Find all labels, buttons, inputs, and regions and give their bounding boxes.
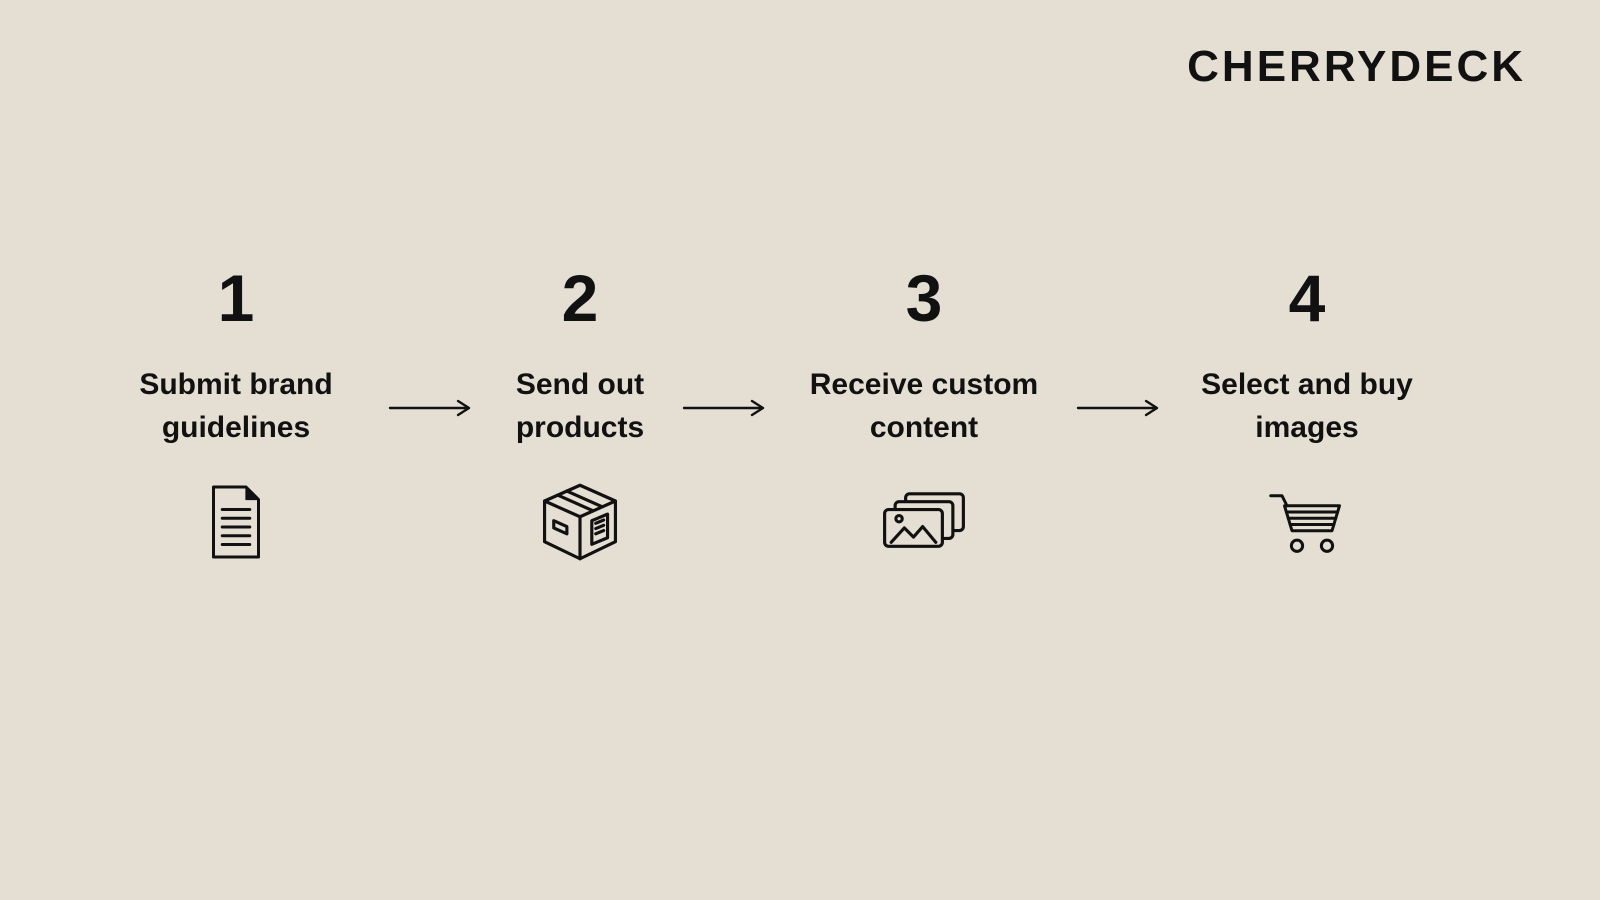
step-3-label-line1: Receive custom <box>809 368 1039 401</box>
cherrydeck-logo: CHERRYDECK <box>1187 42 1526 91</box>
step-2-label-line1: Send out <box>515 368 645 401</box>
step-4-number: 4 <box>1288 261 1326 335</box>
step-3: 3 Receive custom content <box>754 265 1094 567</box>
step-4-label-line2: images <box>1255 411 1359 444</box>
step-1-label: Submit brand guidelines <box>66 363 406 449</box>
arrow-right-icon <box>388 398 472 418</box>
step-2-label: Send out products <box>410 363 750 449</box>
step-1-number: 1 <box>217 261 255 335</box>
cart-icon <box>1137 477 1477 567</box>
step-3-number: 3 <box>905 261 943 335</box>
photos-icon <box>754 477 1094 567</box>
step-4-label-line1: Select and buy <box>1201 368 1413 401</box>
arrow-right-icon <box>682 398 766 418</box>
step-1-label-line2: guidelines <box>161 411 311 444</box>
step-4-label: Select and buy images <box>1137 363 1477 449</box>
step-2-number: 2 <box>561 261 599 335</box>
step-2-label-line2: products <box>515 411 645 444</box>
step-4: 4 Select and buy images <box>1137 265 1477 567</box>
arrow-right-icon <box>1076 398 1160 418</box>
step-3-label-line2: content <box>869 411 979 444</box>
step-2: 2 Send out products <box>410 265 750 567</box>
step-1-label-line1: Submit brand <box>139 368 333 401</box>
step-3-label: Receive custom content <box>754 363 1094 449</box>
package-icon <box>410 477 750 567</box>
document-icon <box>66 477 406 567</box>
step-1: 1 Submit brand guidelines <box>66 265 406 567</box>
